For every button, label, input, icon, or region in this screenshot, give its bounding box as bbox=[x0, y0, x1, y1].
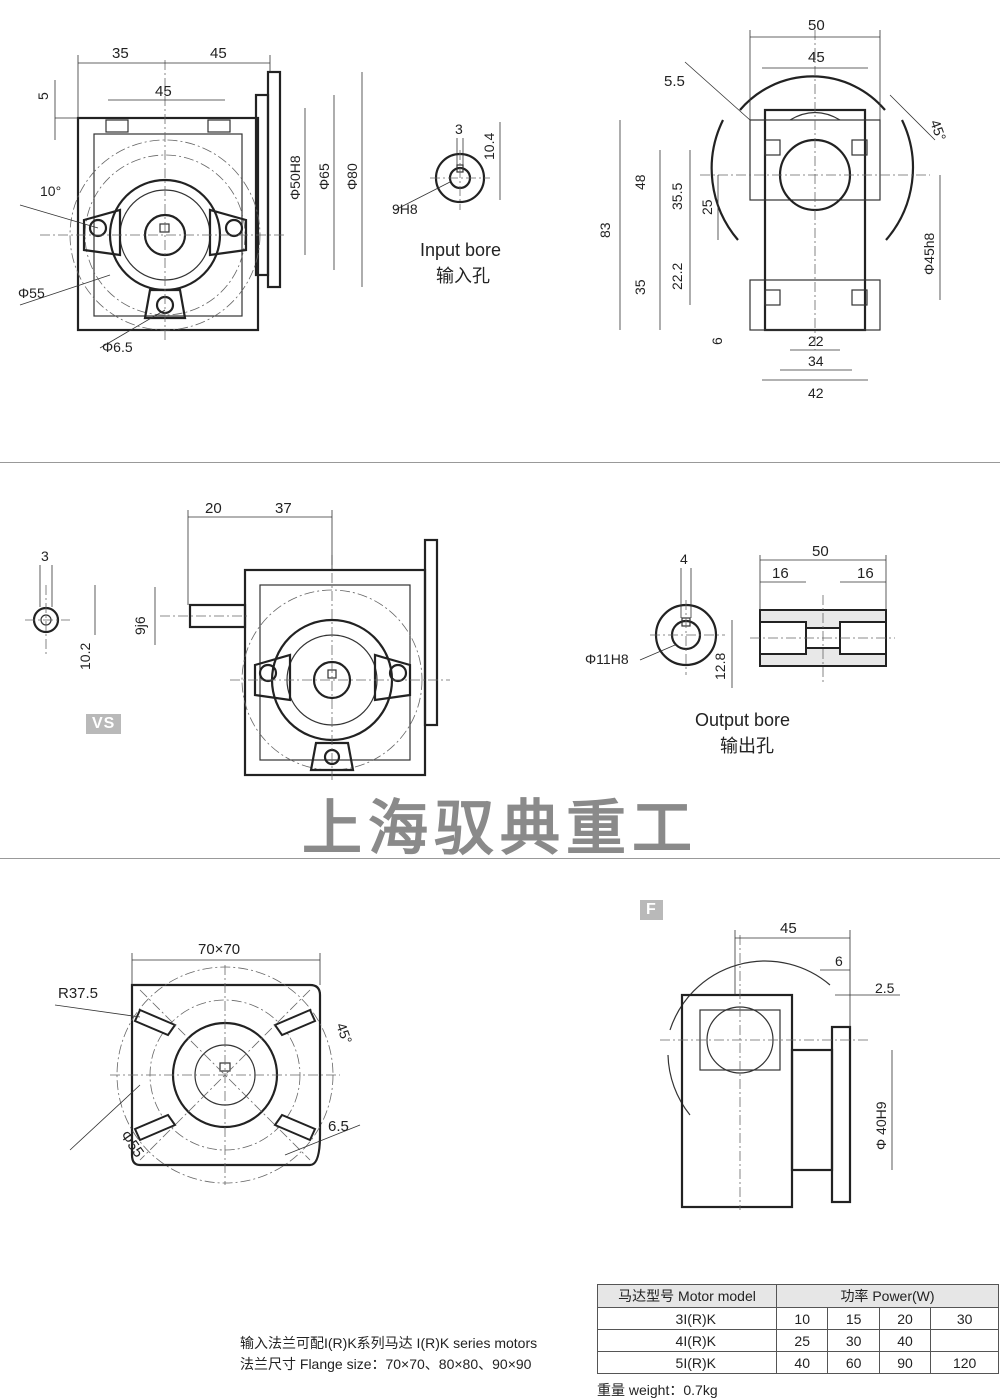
out-dim-phi11h8: Φ11H8 bbox=[585, 651, 629, 667]
tr-dim-48: 48 bbox=[632, 174, 648, 190]
tr-dim-45: 45 bbox=[808, 49, 825, 66]
power-cell bbox=[930, 1329, 999, 1352]
vs-side-drawing: 20 37 9j6 bbox=[132, 500, 450, 780]
dim-phi80: Φ80 bbox=[344, 163, 360, 190]
tr-dim-45deg: 45° bbox=[927, 118, 949, 143]
note-flange-size: 法兰尺寸 Flange size：70×70、80×80、90×90 bbox=[240, 1356, 532, 1372]
vs-dim-9j6: 9j6 bbox=[132, 616, 148, 635]
tr-dim-42: 42 bbox=[808, 385, 824, 401]
power-cell: 20 bbox=[878, 1307, 932, 1330]
separator-1 bbox=[0, 462, 1000, 463]
dim-35: 35 bbox=[112, 45, 129, 62]
power-cell: 40 bbox=[775, 1351, 829, 1374]
out-dim-16-left: 16 bbox=[772, 565, 789, 582]
vs-dim-3: 3 bbox=[41, 548, 49, 564]
power-cell: 60 bbox=[827, 1351, 880, 1374]
f-dim-phi40h9: Φ 40H9 bbox=[873, 1101, 889, 1150]
motor-model-cell: 3I(R)K bbox=[597, 1307, 777, 1330]
dim-45-inner: 45 bbox=[155, 83, 172, 100]
separator-2 bbox=[0, 858, 1000, 859]
flange-drawing: 70×70 R37.5 45° 6.5 Φ55 bbox=[54, 941, 361, 1185]
dim-phi65: Φ65 bbox=[316, 163, 332, 190]
bore-dim-10-4: 10.4 bbox=[481, 133, 497, 160]
motor-model-cell: 5I(R)K bbox=[597, 1351, 777, 1374]
tr-dim-5-5: 5.5 bbox=[664, 73, 685, 90]
bore-dim-3: 3 bbox=[455, 121, 463, 137]
f-tag: F bbox=[640, 900, 663, 920]
bore-dim-9h8: 9H8 bbox=[392, 201, 418, 217]
input-bore-label-cn: 输入孔 bbox=[436, 266, 490, 286]
top-left-drawing: 35 45 45 5 10° Φ55 Φ6.5 Φ50H8 Φ65 Φ80 bbox=[18, 45, 363, 355]
dim-45-top: 45 bbox=[210, 45, 227, 62]
output-bore-drawing: 4 Φ11H8 12.8 50 16 16 bbox=[585, 543, 895, 688]
out-dim-4: 4 bbox=[680, 551, 688, 567]
tr-dim-25: 25 bbox=[699, 199, 715, 215]
vs-dim-20: 20 bbox=[205, 500, 222, 517]
motor-model-cell: 4I(R)K bbox=[597, 1329, 777, 1352]
dim-5: 5 bbox=[35, 92, 51, 100]
out-dim-12-8: 12.8 bbox=[712, 653, 728, 680]
tr-dim-6: 6 bbox=[709, 337, 725, 345]
power-cell: 15 bbox=[827, 1307, 880, 1330]
table-header-row: 马达型号 Motor model 功率 Power(W) bbox=[597, 1284, 999, 1308]
motor-power-table: 马达型号 Motor model 功率 Power(W) 3I(R)K 10 1… bbox=[597, 1284, 999, 1374]
input-bore-label-en: Input bore bbox=[420, 240, 502, 260]
output-bore-label-en: Output bore bbox=[695, 710, 791, 730]
tr-dim-34: 34 bbox=[808, 353, 824, 369]
flange-dim-r37-5: R37.5 bbox=[58, 985, 98, 1002]
tr-dim-50: 50 bbox=[808, 17, 825, 34]
power-cell: 120 bbox=[930, 1351, 999, 1374]
table-row: 3I(R)K 10 15 20 30 bbox=[597, 1307, 999, 1330]
header-power: 功率 Power(W) bbox=[776, 1284, 999, 1308]
tr-dim-83: 83 bbox=[597, 222, 613, 238]
vs-dim-37: 37 bbox=[275, 500, 292, 517]
dim-phi6-5: Φ6.5 bbox=[102, 339, 133, 355]
vs-tag: VS bbox=[86, 714, 122, 734]
tr-dim-35: 35 bbox=[632, 279, 648, 295]
table-row: 4I(R)K 25 30 40 bbox=[597, 1329, 999, 1352]
f-dim-45: 45 bbox=[780, 920, 797, 937]
company-watermark: 上海驭典重工 bbox=[302, 794, 698, 864]
header-motor-model: 马达型号 Motor model bbox=[597, 1284, 777, 1308]
out-dim-16-right: 16 bbox=[857, 565, 874, 582]
weight-label: 重量 weight：0.7kg bbox=[597, 1382, 718, 1398]
dim-10deg: 10° bbox=[40, 183, 61, 199]
dim-phi50h8: Φ50H8 bbox=[287, 155, 303, 200]
top-right-drawing: 50 45 5.5 45° 83 48 35.5 25 35 22.2 6 22… bbox=[597, 17, 949, 401]
flange-dim-70x70: 70×70 bbox=[198, 941, 240, 958]
table-row: 5I(R)K 40 60 90 120 bbox=[597, 1351, 999, 1374]
f-section-drawing: 45 6 2.5 Φ 40H9 bbox=[660, 920, 900, 1210]
out-dim-50: 50 bbox=[812, 543, 829, 560]
f-dim-2-5: 2.5 bbox=[875, 980, 895, 996]
tr-dim-22: 22 bbox=[808, 333, 824, 349]
input-bore-drawing: 3 10.4 9H8 bbox=[392, 121, 501, 217]
vs-dim-10-2: 10.2 bbox=[77, 643, 93, 670]
note-motors: 输入法兰可配I(R)K系列马达 I(R)K series motors bbox=[240, 1335, 538, 1351]
flange-dim-45deg: 45° bbox=[333, 1021, 355, 1046]
tr-dim-22-2: 22.2 bbox=[669, 263, 685, 290]
power-cell: 30 bbox=[930, 1307, 999, 1330]
f-dim-6: 6 bbox=[835, 953, 843, 969]
power-cell: 30 bbox=[827, 1329, 880, 1352]
tr-dim-phi45h8: Φ45h8 bbox=[921, 232, 937, 275]
tr-dim-35-5: 35.5 bbox=[669, 183, 685, 210]
output-bore-label-cn: 输出孔 bbox=[720, 736, 774, 756]
vs-shaft-drawing: 3 10.2 bbox=[25, 548, 96, 670]
power-cell: 10 bbox=[775, 1307, 829, 1330]
power-cell: 40 bbox=[878, 1329, 932, 1352]
dim-phi55: Φ55 bbox=[18, 285, 45, 301]
power-cell: 25 bbox=[775, 1329, 829, 1352]
power-cell: 90 bbox=[878, 1351, 932, 1374]
flange-dim-6-5: 6.5 bbox=[328, 1118, 349, 1135]
